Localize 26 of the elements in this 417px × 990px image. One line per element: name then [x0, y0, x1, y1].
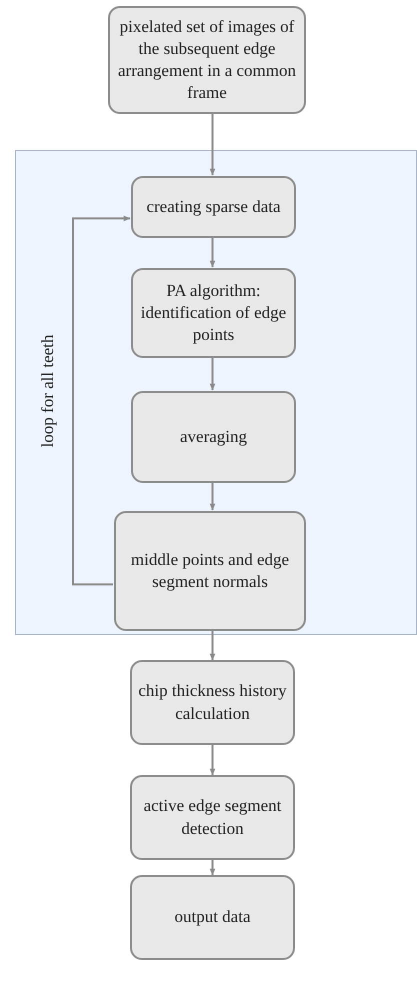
arrow — [210, 237, 216, 268]
process-box — [130, 775, 295, 860]
arrow — [72, 216, 131, 586]
step-text: pixelated set of images of the subsequent edge arrangement in a common frame — [117, 16, 297, 104]
step-text: output data — [174, 906, 250, 928]
step-text: creating sparse data — [146, 196, 281, 218]
process-box — [130, 875, 295, 960]
edge-label: loop for all teeth — [38, 332, 58, 450]
process-box — [131, 176, 296, 238]
step-text: chip thickness history calculation — [138, 680, 287, 724]
process-box — [130, 660, 295, 745]
arrow — [210, 357, 216, 391]
arrow — [210, 745, 216, 776]
arrow — [210, 482, 216, 511]
process-box — [108, 6, 306, 114]
step-text: averaging — [180, 426, 248, 448]
arrow — [210, 630, 216, 661]
arrow — [210, 860, 216, 876]
arrow — [210, 114, 216, 176]
process-box — [131, 268, 296, 358]
step-text: active edge segment detection — [142, 795, 282, 840]
step-text: middle points and edge segment normals — [130, 548, 290, 593]
step-text: PA algorithm: identification of edge points — [140, 280, 288, 346]
process-box — [114, 511, 306, 631]
loop-region — [15, 150, 417, 635]
process-box — [131, 391, 296, 483]
